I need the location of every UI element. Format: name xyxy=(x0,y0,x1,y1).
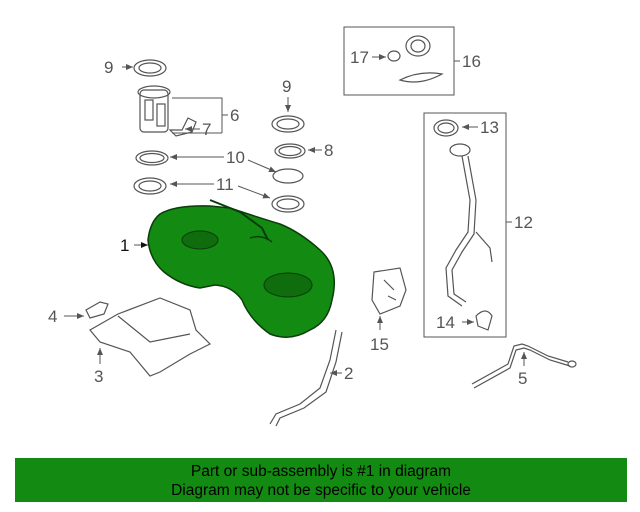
callout-12: 12 xyxy=(514,213,533,232)
part-10-gasket-left xyxy=(135,150,169,166)
callout-14: 14 xyxy=(436,313,455,332)
part-8-gasket-right xyxy=(274,143,306,159)
notice-line-2: Diagram may not be specific to your vehi… xyxy=(171,482,471,499)
part-10-gasket-right xyxy=(272,168,304,184)
leader-10-right xyxy=(247,159,277,173)
part-7-fuel-sender xyxy=(168,117,197,137)
leader-6-bracket-a xyxy=(172,97,223,133)
part-3-heat-shield xyxy=(89,297,212,377)
callout-17: 17 xyxy=(350,48,369,67)
part-5-vent-tube xyxy=(471,343,577,389)
leader-11-right xyxy=(237,185,271,199)
part-13-gasket xyxy=(433,119,459,137)
callout-15: 15 xyxy=(370,335,389,354)
part-1-fuel-tank xyxy=(147,199,335,338)
callout-9-right: 9 xyxy=(282,77,291,96)
notice-line-1: Part or sub-assembly is #1 in diagram xyxy=(190,463,452,480)
callout-3: 3 xyxy=(94,367,103,386)
part-15-bracket xyxy=(371,267,407,315)
part-4-bracket xyxy=(85,301,109,319)
callout-7: 7 xyxy=(202,120,211,139)
part-14-hose xyxy=(475,310,493,331)
callout-2: 2 xyxy=(344,364,353,383)
part-11-lock-ring-right xyxy=(271,195,305,213)
callout-10: 10 xyxy=(226,148,245,167)
part-6-fuel-pump-module xyxy=(137,85,171,133)
callout-16: 16 xyxy=(462,52,481,71)
part-11-lock-ring-left xyxy=(133,177,167,195)
callout-4: 4 xyxy=(48,307,57,326)
part-12-filler-pipe xyxy=(445,143,493,307)
callout-11: 11 xyxy=(216,175,234,194)
callout-13: 13 xyxy=(480,118,499,137)
part-16-fuel-cap xyxy=(387,35,444,83)
callout-8: 8 xyxy=(324,141,333,160)
part-12-box xyxy=(423,112,507,338)
callout-5: 5 xyxy=(518,369,527,388)
part-2-tank-strap xyxy=(269,329,343,427)
part-9-lock-ring-right xyxy=(271,115,305,133)
part-9-lock-ring-left xyxy=(133,59,167,77)
callout-6: 6 xyxy=(230,106,239,125)
callout-1: 1 xyxy=(120,236,129,255)
callout-9-left: 9 xyxy=(104,58,113,77)
notice-banner: Part or sub-assembly is #1 in diagram Di… xyxy=(15,458,627,502)
